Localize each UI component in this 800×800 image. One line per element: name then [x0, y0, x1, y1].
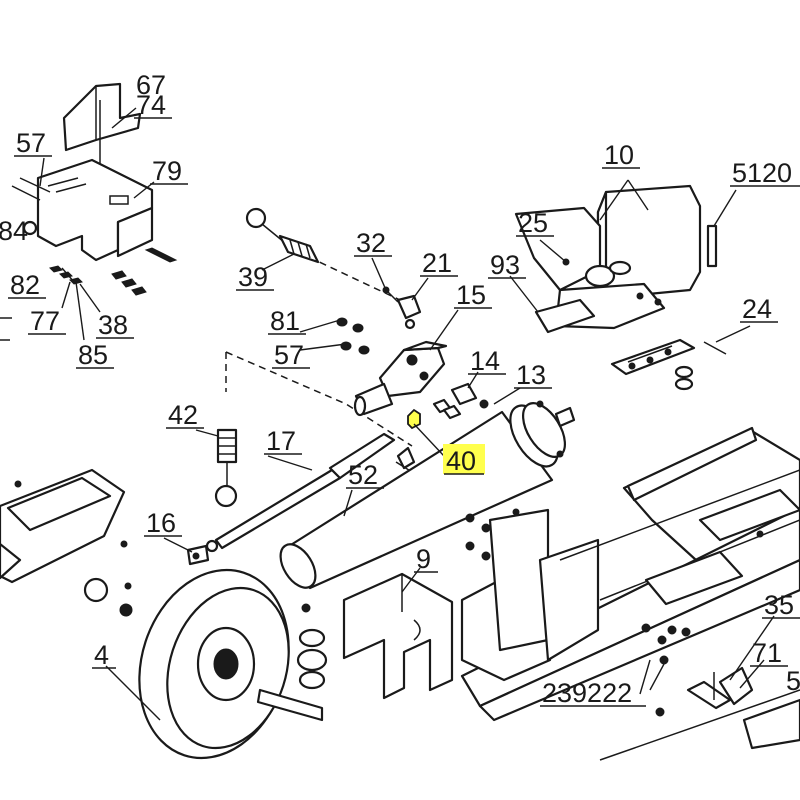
label-57-top: 57	[16, 128, 46, 158]
highlight-40	[443, 444, 485, 474]
label-57-mid: 57	[274, 340, 304, 370]
label-24: 24	[742, 294, 772, 324]
tongue-79	[11, 158, 154, 262]
bolts-82-85	[0, 247, 178, 341]
label-10: 10	[604, 140, 634, 170]
label-15: 15	[456, 280, 486, 310]
part-labels: 67 74 57 79 84 82 77 38 85 39 32 21 15 8…	[0, 70, 800, 708]
dashed-line-17	[225, 351, 413, 447]
hydraulic-cylinder-13	[279, 400, 576, 590]
label-13: 13	[516, 360, 546, 390]
label-81: 81	[270, 306, 300, 336]
label-9: 9	[416, 544, 431, 574]
fitting-16	[186, 544, 210, 566]
label-77: 77	[30, 306, 60, 336]
label-79: 79	[152, 156, 182, 186]
fitting-40	[395, 408, 421, 473]
label-82: 82	[10, 270, 40, 300]
handle-rod-17	[205, 432, 396, 553]
label-5120: 5120	[732, 158, 792, 188]
label-93: 93	[490, 250, 520, 280]
leader-lines	[39, 107, 775, 721]
label-25: 25	[518, 208, 548, 238]
part-32-21	[382, 286, 422, 330]
label-67: 67	[136, 70, 166, 100]
label-52: 52	[348, 460, 378, 490]
spring-42	[214, 428, 238, 508]
label-39: 39	[238, 262, 268, 292]
label-5: 5	[786, 666, 800, 696]
part-39	[245, 207, 320, 264]
label-14: 14	[470, 346, 500, 376]
hardware-81-57	[336, 317, 370, 355]
wheel-4	[83, 568, 290, 760]
axle-hardware	[256, 603, 328, 722]
label-74: 74	[136, 90, 166, 120]
fitting-14	[450, 382, 489, 409]
beam-assembly	[460, 426, 800, 722]
label-16: 16	[146, 508, 176, 538]
label-42: 42	[168, 400, 198, 430]
label-239222: 239222	[542, 678, 632, 708]
label-35: 35	[764, 590, 794, 620]
label-21: 21	[422, 248, 452, 278]
push-plate-10	[514, 184, 718, 334]
bracket-9	[342, 572, 454, 700]
lower-right-parts	[599, 666, 800, 761]
label-32: 32	[356, 228, 386, 258]
label-85: 85	[78, 340, 108, 370]
label-17: 17	[266, 426, 296, 456]
label-40: 40	[446, 446, 476, 476]
guide-24	[610, 338, 727, 391]
label-84: 84	[0, 216, 28, 246]
label-4: 4	[94, 640, 109, 670]
label-38: 38	[98, 310, 128, 340]
control-valve-15	[353, 340, 462, 420]
label-71: 71	[752, 638, 782, 668]
carriage-left	[0, 468, 132, 590]
